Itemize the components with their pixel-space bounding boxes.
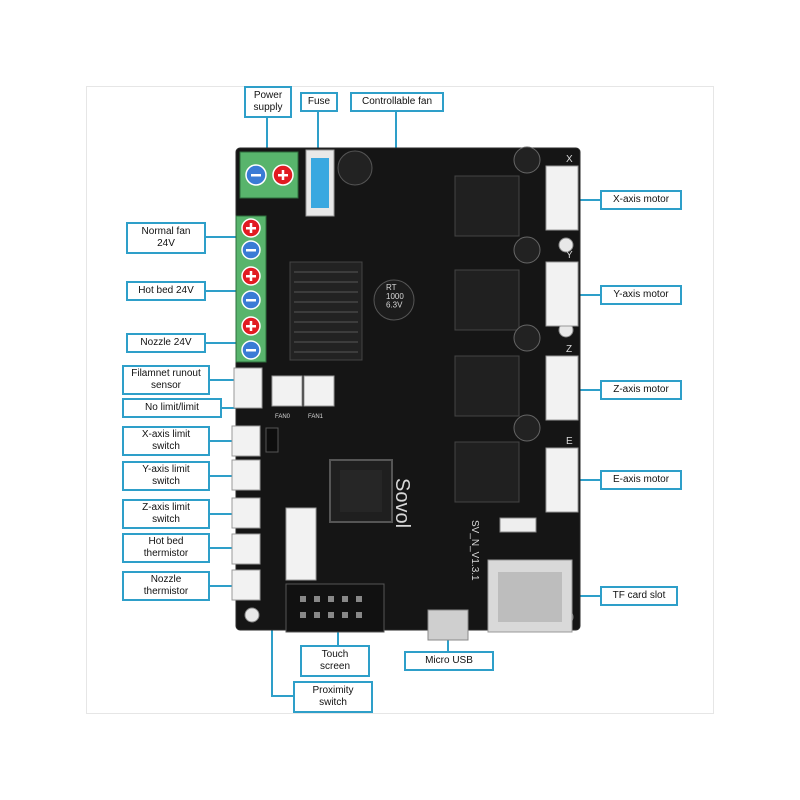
axis-y-silk: Y (566, 250, 573, 261)
label-y-limit: Y-axis limit switch (122, 461, 210, 491)
fan0-label: FAN0 (275, 414, 291, 420)
label-hotbed-thermistor: Hot bed thermistor (122, 533, 210, 563)
axis-e-silk: E (566, 436, 573, 447)
label-fuse: Fuse (300, 92, 338, 112)
label-x-motor: X-axis motor (600, 190, 682, 210)
label-proximity: Proximity switch (293, 681, 373, 713)
stepper-driver-heatsinks (454, 175, 520, 503)
version-silkscreen: SV_N_V1.3.1 (469, 520, 480, 581)
tf-card-slot-component (487, 559, 573, 633)
fan-connectors (271, 375, 335, 407)
label-filament-sensor: Filamnet runout sensor (122, 365, 210, 395)
driver-capacitors (513, 146, 541, 442)
label-x-limit: X-axis limit switch (122, 426, 210, 456)
axis-z-silk: Z (566, 344, 572, 355)
board-switch (499, 517, 537, 533)
label-e-motor: E-axis motor (600, 470, 682, 490)
fuse-component (305, 149, 335, 217)
brand-silkscreen: Sovol (391, 478, 413, 528)
label-normal-fan: Normal fan 24V (126, 222, 206, 254)
label-touch-screen: Touch screen (300, 645, 370, 677)
output-terminals (235, 215, 267, 363)
label-z-motor: Z-axis motor (600, 380, 682, 400)
mosfet-heatsink (289, 261, 363, 361)
label-tf-card: TF card slot (600, 586, 678, 606)
label-nozzle: Nozzle 24V (126, 333, 206, 353)
power-terminal (239, 151, 299, 199)
label-power-supply: Power supply (244, 86, 292, 118)
axis-x-silk: X (566, 154, 573, 165)
touch-screen-header (285, 583, 385, 633)
label-y-motor: Y-axis motor (600, 285, 682, 305)
sensor-connectors (231, 367, 263, 601)
label-nozzle-thermistor: Nozzle thermistor (122, 571, 210, 601)
label-micro-usb: Micro USB (404, 651, 494, 671)
fan1-label: FAN1 (308, 414, 324, 420)
microcontroller-chip (329, 459, 393, 523)
label-controllable-fan: Controllable fan (350, 92, 444, 112)
label-hot-bed: Hot bed 24V (126, 281, 206, 301)
proximity-connector (285, 507, 317, 581)
motor-connectors (545, 165, 579, 513)
label-z-limit: Z-axis limit switch (122, 499, 210, 529)
label-no-limit: No limit/limit (122, 398, 222, 418)
micro-usb-port (427, 609, 469, 641)
capacitor (337, 150, 415, 321)
limit-jumper (265, 427, 279, 453)
diagram-frame (86, 86, 714, 714)
